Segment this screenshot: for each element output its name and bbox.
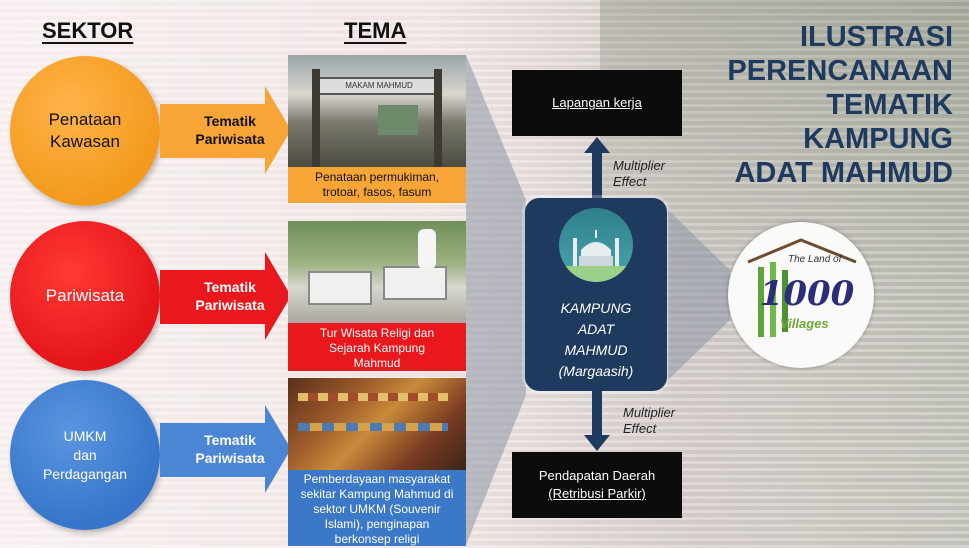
funnel-shape — [466, 55, 526, 545]
logo-number: 1000 — [759, 274, 855, 314]
photo-religious-tour — [288, 221, 466, 323]
center-text: (Margaasih) — [558, 363, 634, 379]
multiplier-text: Effect — [623, 421, 657, 436]
title-line: PERENCANAAN — [727, 55, 953, 87]
circle-text: Penataan — [48, 110, 122, 129]
box-text: (Retribusi Parkir) — [548, 486, 646, 501]
circle-text: Perdagangan — [42, 465, 128, 482]
caption-line: Penataan permukiman, — [314, 170, 440, 184]
multiplier-label-top: Multiplier Effect — [613, 158, 665, 190]
box-lapangan-kerja: Lapangan kerja — [512, 70, 682, 136]
center-text: KAMPUNG — [560, 300, 632, 316]
box-pendapatan-daerah: Pendapatan Daerah (Retribusi Parkir) — [512, 452, 682, 518]
caption-line: Pemberdayaan masyarakat — [303, 472, 451, 486]
multiplier-label-bottom: Multiplier Effect — [623, 405, 675, 437]
logo-1000-villages: The Land of 1000 Villages — [728, 222, 874, 368]
page-title: ILUSTRASI PERENCANAAN TEMATIK KAMPUNG AD… — [727, 20, 953, 190]
caption-penataan: Penataan permukiman, trotoar, fasos, fas… — [288, 167, 466, 203]
arrow-tematik-3: Tematik Pariwisata — [160, 405, 291, 493]
caption-line: Mahmud — [353, 356, 401, 370]
arrow-tematik-1: Tematik Pariwisata — [160, 86, 291, 174]
multiplier-text: Effect — [613, 174, 647, 189]
gate-sign: MAKAM MAHMUD — [318, 77, 440, 95]
arrow-label: Pariwisata — [195, 131, 265, 147]
center-text: MAHMUD — [564, 342, 628, 358]
arrow-label: Pariwisata — [195, 450, 265, 466]
center-kampung-box: KAMPUNG ADAT MAHMUD (Margaasih) — [525, 198, 667, 391]
sector-circle-pariwisata: Pariwisata — [10, 221, 160, 371]
logo-text: The Land of — [788, 254, 842, 265]
caption-line: Islami), penginapan — [324, 517, 430, 531]
header-tema: TEMA — [344, 18, 407, 43]
center-text: ADAT — [577, 321, 615, 337]
logo-text: Villages — [780, 316, 829, 331]
caption-line: Sejarah Kampung — [328, 341, 426, 355]
arrow-label: Pariwisata — [195, 297, 265, 313]
title-line: ILUSTRASI — [799, 21, 953, 53]
title-line: ADAT MAHMUD — [734, 157, 953, 189]
arrow-tematik-2: Tematik Pariwisata — [160, 252, 291, 340]
multiplier-text: Multiplier — [613, 158, 666, 173]
caption-pariwisata: Tur Wisata Religi dan Sejarah Kampung Ma… — [288, 323, 466, 371]
sector-circle-umkm: UMKM dan Perdagangan — [10, 380, 160, 530]
mosque-icon — [559, 208, 633, 282]
arrow-down — [584, 391, 610, 451]
title-line: TEMATIK — [826, 89, 953, 121]
caption-line: berkonsep religi — [334, 532, 420, 546]
arrow-label: Tematik — [204, 279, 256, 295]
circle-text: Kawasan — [50, 132, 120, 151]
caption-line: Tur Wisata Religi dan — [319, 326, 435, 340]
photo-village-gate: MAKAM MAHMUD — [288, 55, 466, 167]
caption-umkm: Pemberdayaan masyarakat sekitar Kampung … — [288, 470, 466, 546]
box-text: Pendapatan Daerah — [538, 468, 656, 483]
photo-souvenir-market — [288, 378, 466, 470]
circle-text: UMKM — [63, 427, 107, 444]
box-text: Lapangan kerja — [552, 95, 642, 110]
title-line: KAMPUNG — [803, 123, 953, 155]
funnel-right — [668, 210, 730, 380]
caption-line: trotoar, fasos, fasum — [322, 185, 432, 199]
caption-line: sekitar Kampung Mahmud di — [300, 487, 454, 501]
arrow-label: Tematik — [204, 113, 256, 129]
sector-circle-penataan-kawasan: Penataan Kawasan — [10, 56, 160, 206]
arrow-label: Tematik — [204, 432, 256, 448]
header-sektor: SEKTOR — [42, 18, 134, 43]
arrow-up — [584, 137, 610, 199]
caption-line: sektor UMKM (Souvenir — [313, 502, 441, 516]
multiplier-text: Multiplier — [623, 405, 676, 420]
circle-text: Pariwisata — [45, 286, 125, 305]
circle-text: dan — [73, 446, 97, 463]
